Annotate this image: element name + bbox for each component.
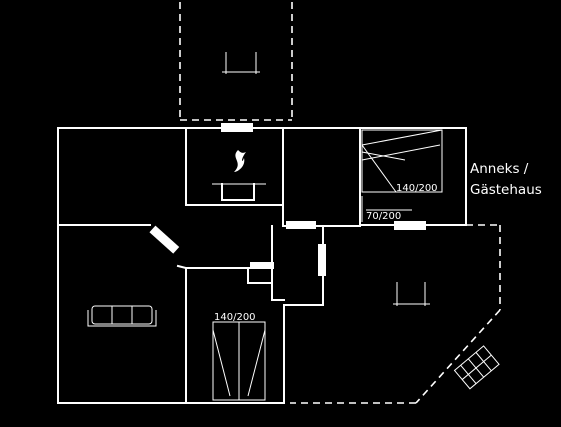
sunbed-icon: [453, 345, 500, 390]
door-bath: [286, 221, 316, 229]
bed-bottom-label: 140/200: [214, 312, 256, 323]
door-vertical: [318, 244, 326, 276]
stair-label: 70/200: [366, 211, 401, 222]
annex-label-line2: Gästehaus: [470, 182, 542, 198]
right-terrace: [290, 224, 501, 404]
bed-bottom: 140/200: [212, 312, 266, 401]
flame-stove-icon: [212, 150, 266, 201]
main-house-walls: [57, 127, 467, 404]
door-top: [221, 123, 253, 132]
top-terrace: [179, 2, 293, 121]
annex-label-line1: Anneks /: [470, 161, 529, 177]
bed-top: 140/200: [361, 129, 443, 194]
openings: [149, 123, 426, 276]
door-annex: [394, 221, 426, 230]
door-hall: [250, 262, 274, 269]
stair: 70/200: [361, 196, 412, 222]
bed-top-label: 140/200: [396, 183, 438, 194]
sofa-icon: [87, 305, 157, 327]
annex-label: Anneks / Gästehaus: [470, 161, 542, 198]
door-diagonal: [149, 225, 180, 254]
